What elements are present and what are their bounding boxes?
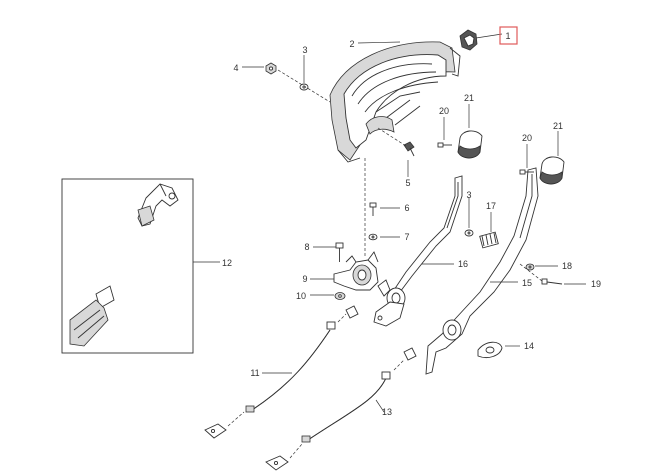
part-6-screw [369, 202, 377, 216]
callout-20-left: 20 [439, 106, 449, 116]
callout-6: 6 [404, 203, 409, 213]
callout-8: 8 [304, 242, 309, 252]
callout-20-right: 20 [522, 133, 532, 143]
assembly-line [277, 69, 331, 103]
part-13-cable [265, 347, 417, 471]
part-21-grip-right [539, 156, 565, 185]
callout-7: 7 [404, 232, 409, 242]
callout-21-left: 21 [464, 93, 474, 103]
part-21-grip-left [457, 130, 483, 159]
part-16-lever [373, 175, 463, 327]
part-8-bolt [335, 242, 344, 262]
callout-2: 2 [349, 39, 354, 49]
callout-1: 1 [505, 31, 510, 41]
assembly-line [377, 127, 407, 147]
callout-11: 11 [250, 368, 259, 378]
part-1-clip [459, 29, 478, 51]
callout-19: 19 [591, 279, 601, 289]
part-5-bolt [403, 141, 415, 157]
part-9-pivot-bracket [333, 251, 379, 291]
part-12-inset [61, 178, 194, 354]
part-3-washer-lower [464, 229, 474, 237]
callout-15: 15 [522, 278, 532, 288]
callout-5: 5 [405, 178, 410, 188]
part-3-washer-upper [299, 83, 309, 91]
callout-16: 16 [458, 259, 468, 269]
part-19-bolt [541, 278, 563, 285]
leader-lines [193, 33, 586, 413]
part-20-screw-right [519, 169, 534, 175]
callout-21-right: 21 [553, 121, 563, 131]
part-10-nut [334, 292, 346, 300]
callout-17: 17 [486, 201, 496, 211]
callout-labels: 1 2 3 3 4 5 6 7 8 9 10 11 12 13 14 15 16… [222, 31, 601, 417]
callout-18: 18 [562, 261, 572, 271]
part-17-spring [479, 231, 499, 249]
part-15-lever [425, 167, 539, 375]
callout-1-highlight [499, 26, 518, 45]
part-20-screw-left [437, 142, 452, 148]
part-2-bail-housing [329, 41, 461, 163]
callout-9: 9 [302, 274, 307, 284]
callout-13: 13 [382, 407, 392, 417]
part-7-washer [368, 233, 378, 241]
part-14-plate [477, 341, 503, 359]
callout-4: 4 [233, 63, 238, 73]
callout-10: 10 [296, 291, 306, 301]
callout-12: 12 [222, 258, 232, 268]
callout-3-upper: 3 [302, 45, 307, 55]
callout-14: 14 [524, 341, 534, 351]
part-4-nut [265, 62, 277, 75]
callout-3-lower: 3 [466, 190, 471, 200]
part-11-cable [204, 305, 359, 439]
part-18-nut [525, 263, 535, 271]
